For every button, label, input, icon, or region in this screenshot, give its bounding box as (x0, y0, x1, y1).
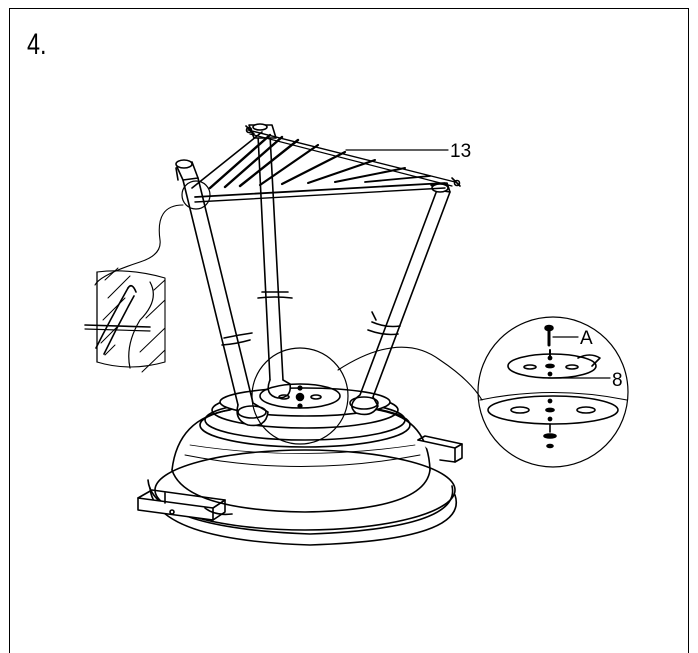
detail-inset-left (84, 180, 211, 373)
left-leg (175, 159, 269, 427)
right-leg (349, 182, 451, 416)
rope-net (191, 125, 461, 203)
callout-rope-label: 13 (450, 141, 471, 162)
dome-base (147, 387, 458, 546)
callout-rope: 13 (345, 141, 471, 162)
callout-screw-label: A (580, 328, 593, 349)
left-handle (137, 489, 233, 521)
right-handle (417, 435, 463, 463)
callout-plate-label: 8 (612, 370, 623, 391)
step-number: 4. (27, 28, 47, 61)
page-frame (9, 8, 689, 653)
center-loupe (251, 346, 483, 445)
detail-loupe-right: A 8 (477, 316, 629, 468)
middle-leg (248, 123, 293, 399)
